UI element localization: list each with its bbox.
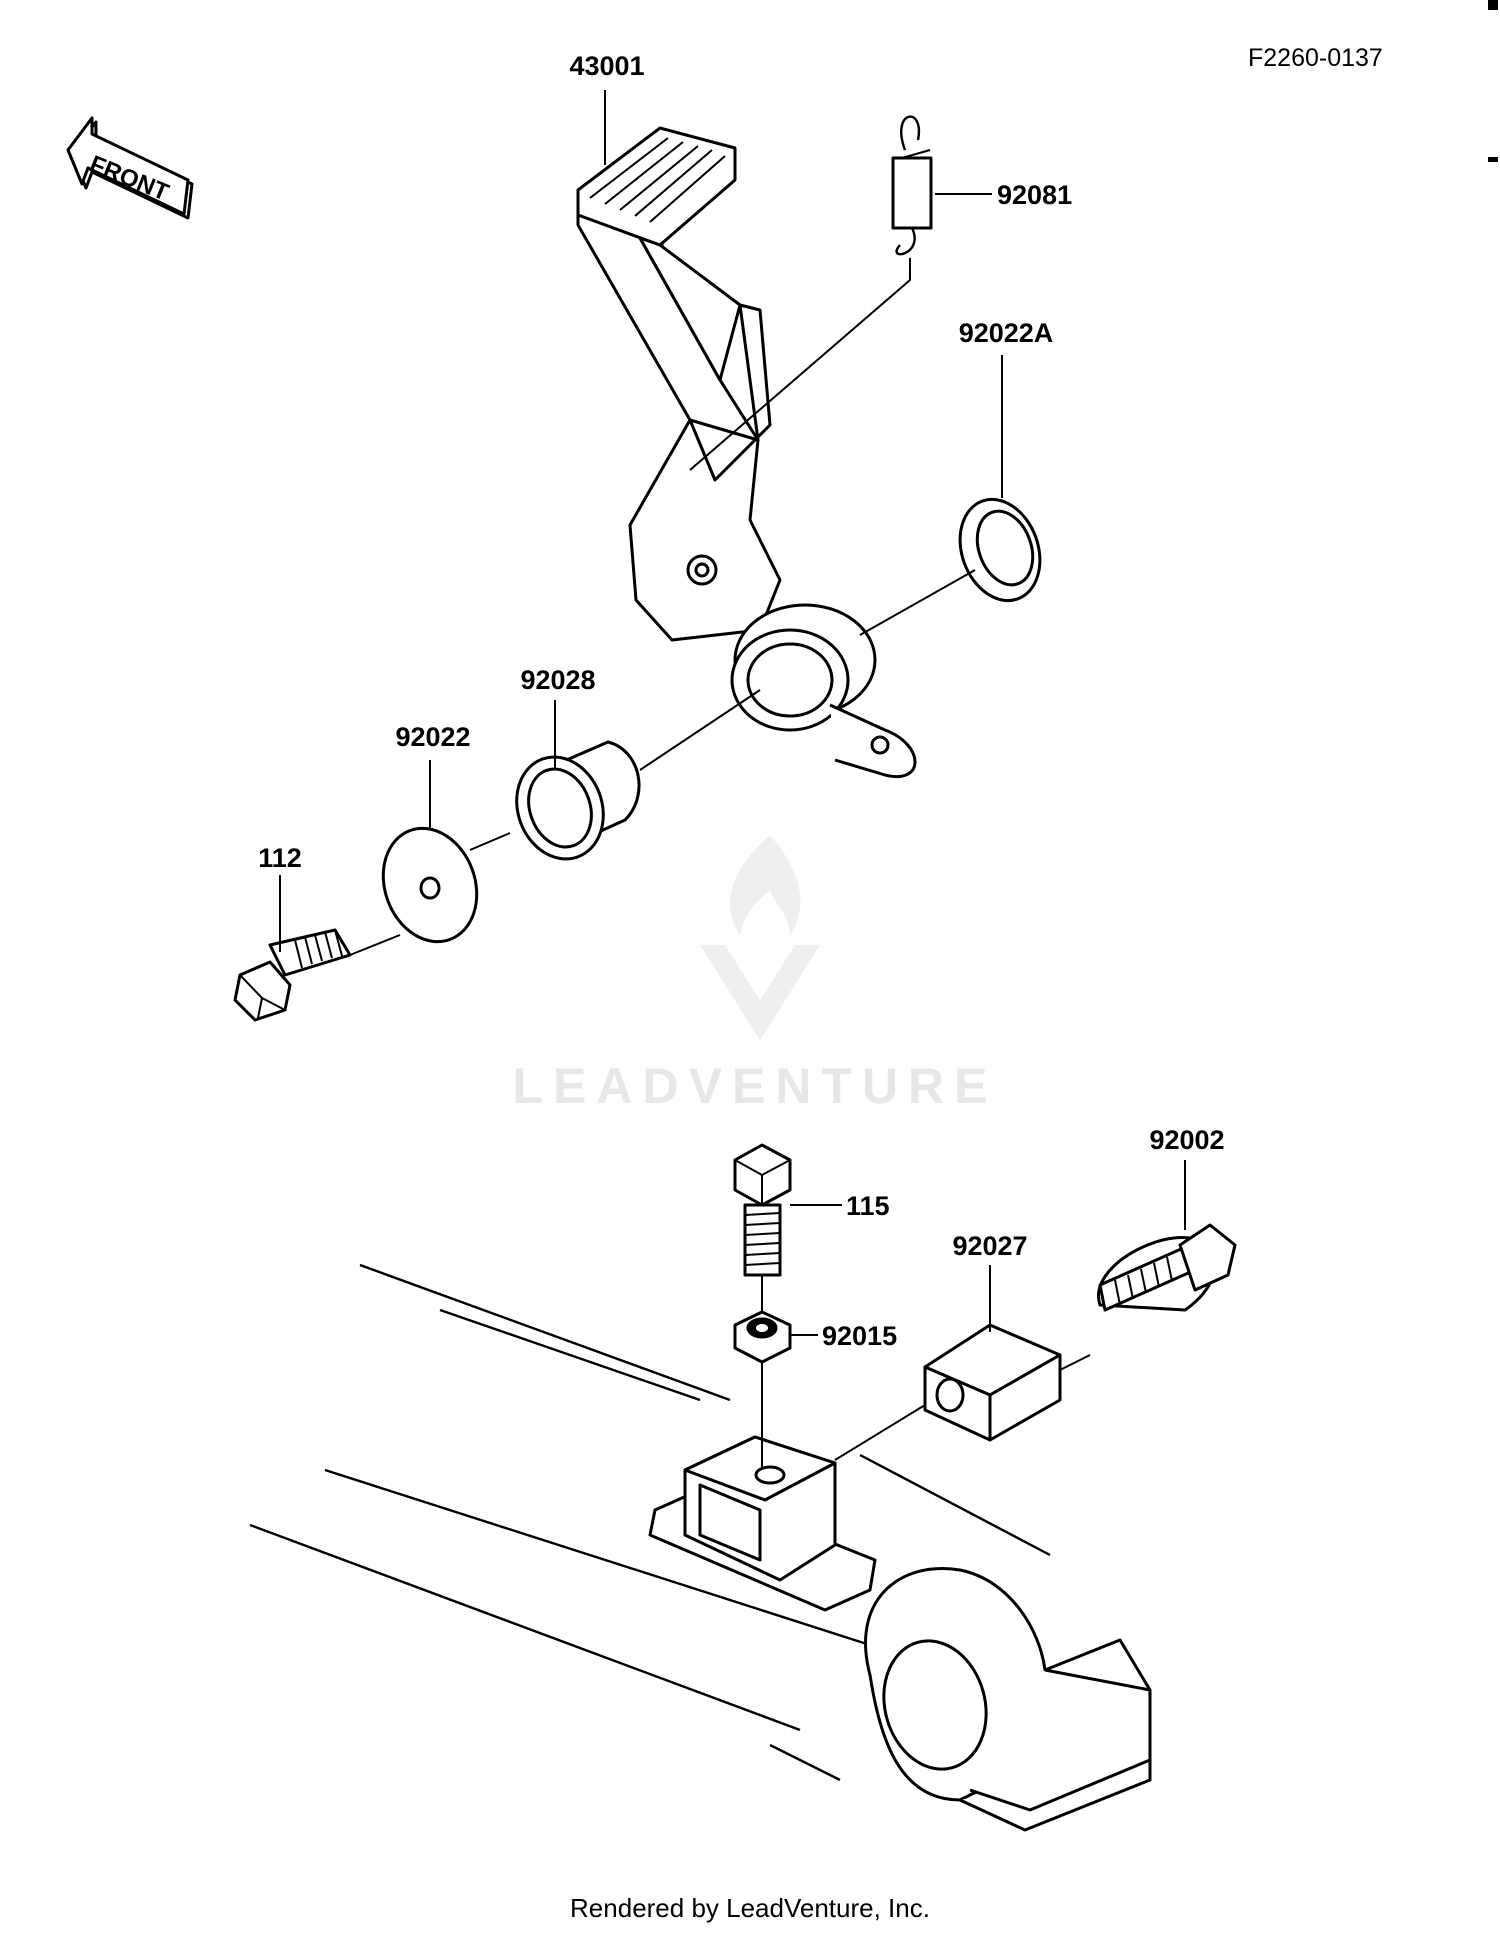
centerlines-upper [349, 258, 976, 956]
part-label-92002: 92002 [1149, 1125, 1224, 1155]
frame-tube [249, 1263, 1152, 1832]
watermark-text: LEADVENTURE [512, 1058, 997, 1114]
bolt-112 [233, 928, 352, 1022]
front-arrow-icon: FRONT [66, 116, 194, 220]
part-label-92015: 92015 [822, 1321, 897, 1351]
bolt-115 [733, 1143, 792, 1277]
part-label-92022a: 92022A [959, 318, 1054, 348]
part-label-92022: 92022 [395, 722, 470, 752]
centerlines-lower [761, 1275, 1091, 1468]
edge-mark [1488, 0, 1498, 10]
watermark-logo [700, 835, 820, 1040]
part-label-92028: 92028 [520, 665, 595, 695]
washer-92022 [381, 826, 479, 944]
part-label-92081: 92081 [997, 180, 1072, 210]
nut-92015 [733, 1310, 792, 1364]
bolt-92002 [1097, 1223, 1237, 1312]
part-label-92027: 92027 [952, 1231, 1027, 1261]
leader-lines [279, 90, 1186, 1336]
part-label-43001: 43001 [569, 51, 644, 81]
part-label-112: 112 [258, 843, 302, 873]
spring [891, 115, 933, 256]
washer-92022a [958, 497, 1042, 603]
part-label-115: 115 [846, 1191, 890, 1221]
frame-bracket [648, 1435, 877, 1612]
reference-code: F2260-0137 [1248, 44, 1383, 72]
block-92027 [923, 1323, 1062, 1442]
brake-pedal [576, 126, 917, 779]
footer-credit: Rendered by LeadVenture, Inc. [570, 1893, 930, 1923]
edge-mark [1488, 157, 1498, 162]
bushing-92028 [515, 740, 641, 861]
